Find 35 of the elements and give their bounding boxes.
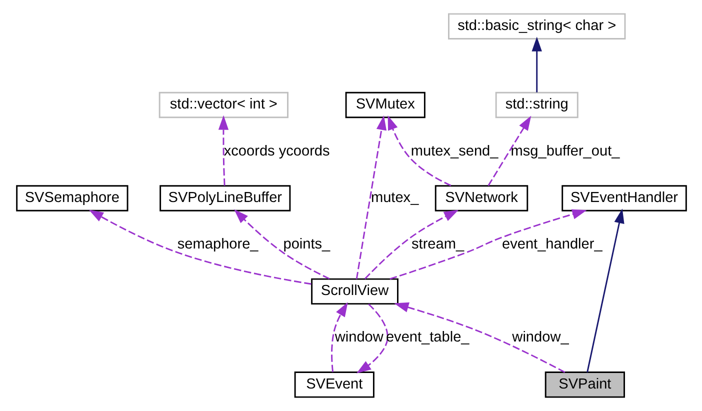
edge-label: window xyxy=(334,330,383,346)
node-box: SVPolyLineBuffer xyxy=(159,185,290,212)
arrow xyxy=(531,36,542,92)
edge-label: msg_buffer_out_ xyxy=(510,143,620,160)
edge-label: semaphore_ xyxy=(176,236,258,252)
arrow xyxy=(234,209,330,280)
arrow xyxy=(364,210,458,280)
edge-label: mutex_send_ xyxy=(410,143,498,160)
edge-label: points_ xyxy=(282,236,330,252)
edge-label: event_table_ xyxy=(385,330,469,346)
node-box: SVNetwork xyxy=(434,185,528,212)
edge-label: stream_ xyxy=(411,236,464,252)
edge-label: xcoords ycoords xyxy=(223,143,330,160)
node-box: SVSemaphore xyxy=(16,185,128,212)
node-box: std::vector< int > xyxy=(158,92,288,118)
node-box: ScrollView xyxy=(310,278,398,305)
edge-label: event_handler_ xyxy=(502,236,602,252)
arrow xyxy=(88,210,311,285)
arrow xyxy=(487,116,531,186)
edge-label: window_ xyxy=(512,330,568,346)
node-box: SVEventHandler xyxy=(561,185,686,212)
arrow xyxy=(330,302,348,372)
arrow xyxy=(355,115,386,280)
arrow xyxy=(586,208,624,372)
edge-label: mutex_ xyxy=(370,190,418,206)
node-box: SVMutex xyxy=(344,92,425,118)
node-box: std::basic_string< char > xyxy=(448,13,626,40)
arrow xyxy=(389,209,586,280)
arrow xyxy=(356,304,388,374)
arrow xyxy=(394,302,565,373)
arrow xyxy=(387,115,451,186)
node-box: std::string xyxy=(494,92,578,118)
node-box: SVEvent xyxy=(294,372,374,398)
node-box: SVPaint xyxy=(544,372,624,398)
arrow xyxy=(218,115,228,186)
